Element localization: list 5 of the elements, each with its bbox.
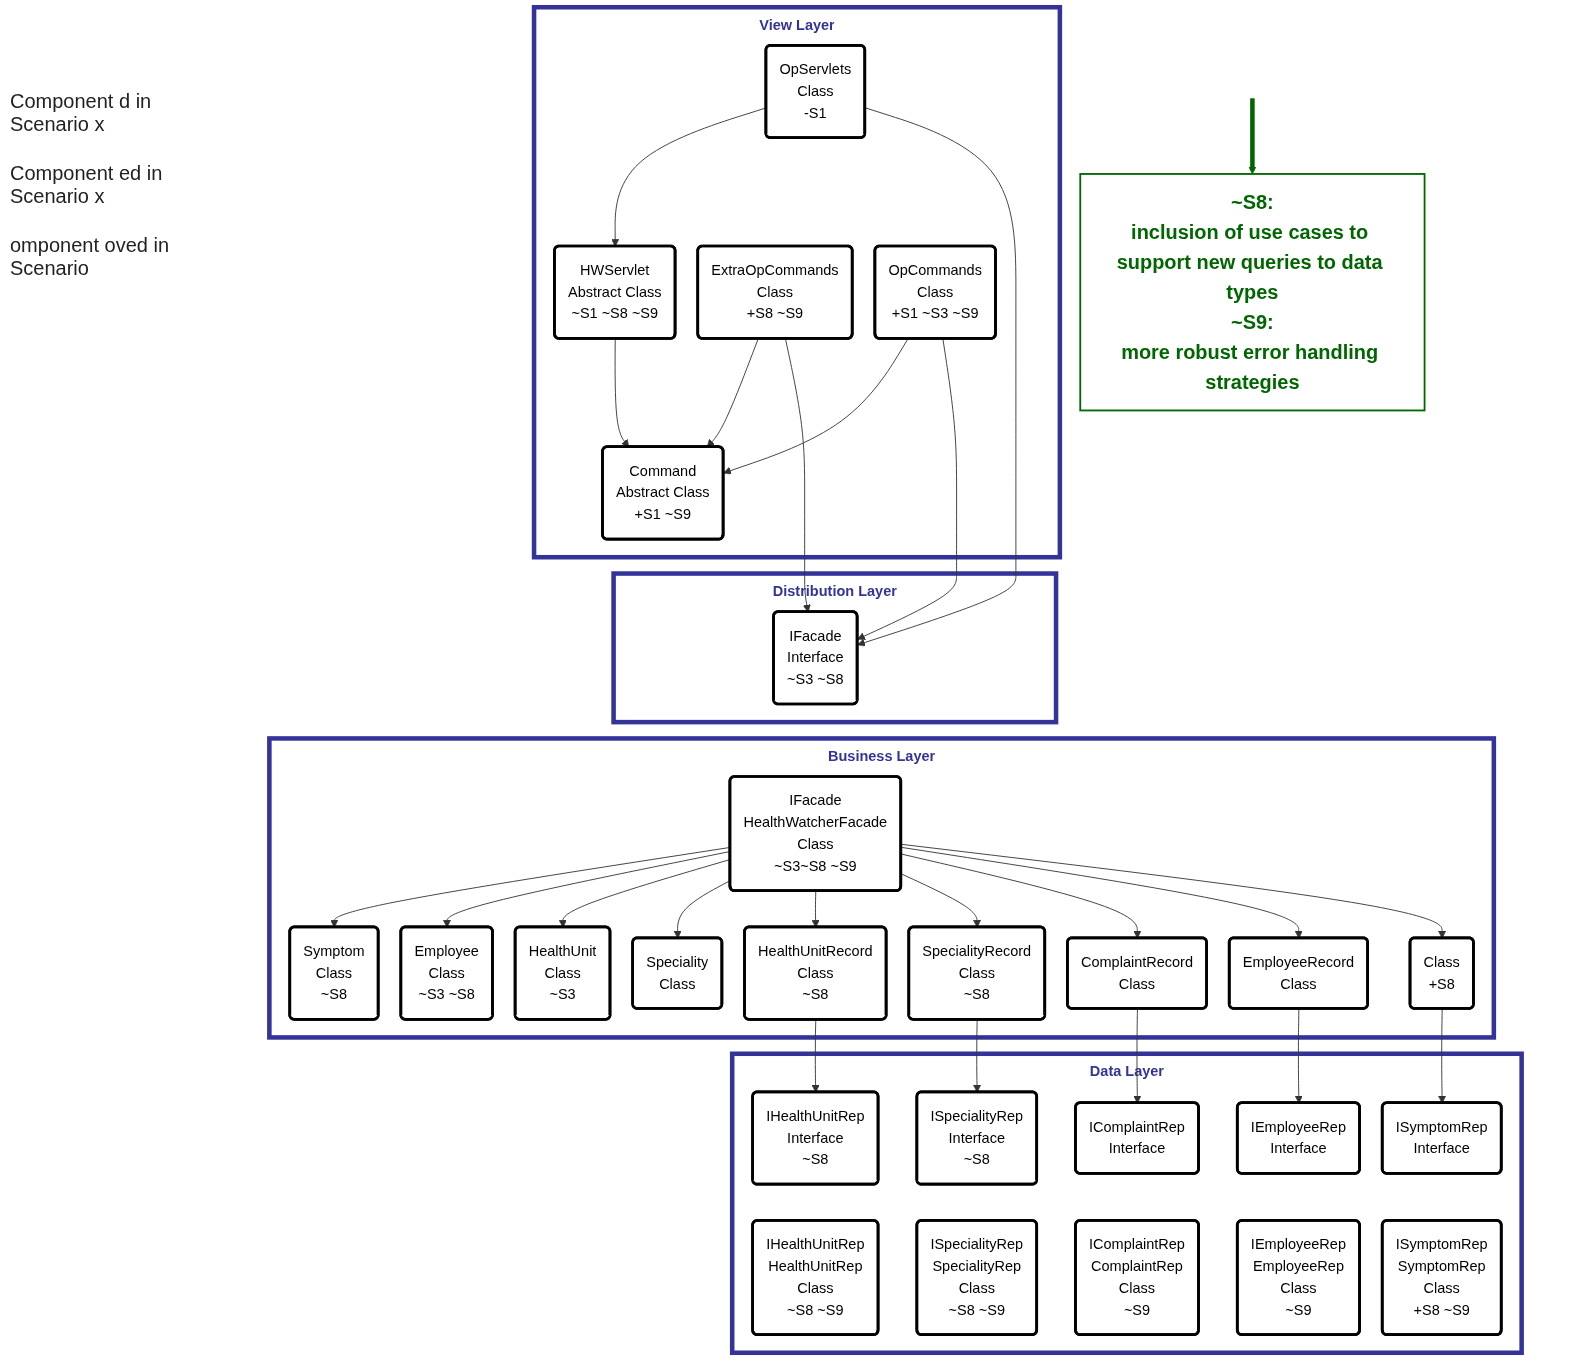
note-text: Component ed in Scenario x — [10, 162, 164, 208]
note-text: omponent oved in Scenario — [10, 234, 170, 280]
arrow — [1248, 98, 1257, 175]
note-text: Component d in Scenario x — [10, 90, 153, 136]
node-box: ~S8: inclusion of use cases to support new queries to data types ~S9: more robust error handling strategies — [1079, 173, 1426, 412]
